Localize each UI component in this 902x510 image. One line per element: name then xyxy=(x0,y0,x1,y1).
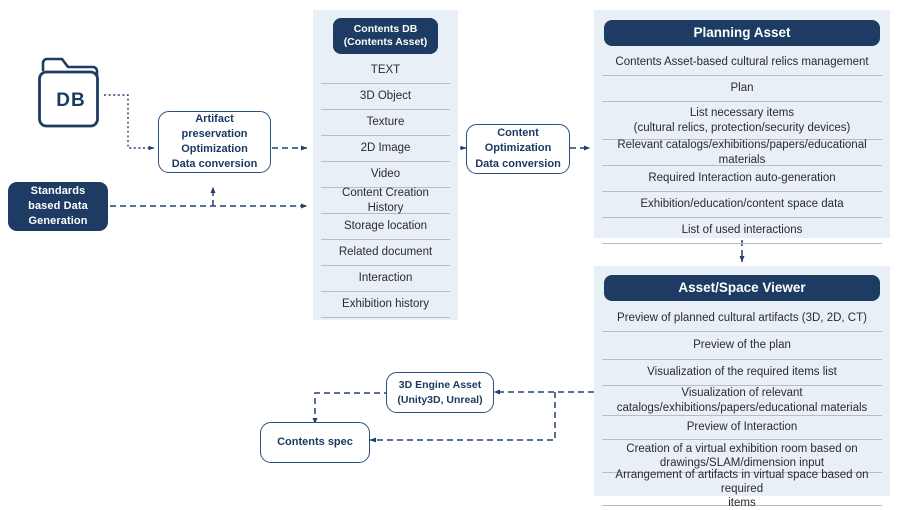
content-optimization-box[interactable]: Content Optimization Data conversion xyxy=(466,124,570,174)
artifact-line-1: Artifact xyxy=(195,112,234,125)
planning-asset-row[interactable]: List of used interactions xyxy=(602,218,882,244)
asset-space-viewer-title: Asset/Space Viewer xyxy=(678,279,806,295)
asset-space-viewer-row[interactable]: Visualization of the required items list xyxy=(602,360,882,386)
contents-db-panel xyxy=(313,10,458,320)
standards-based-data-generation-box[interactable]: Standards based Data Generation xyxy=(8,182,108,231)
row-text: drawings/SLAM/dimension input xyxy=(659,457,825,469)
row-text: items xyxy=(728,497,756,510)
asset-space-viewer-row[interactable]: Preview of planned cultural artifacts (3… xyxy=(602,306,882,332)
contents-db-header-line-1: Contents DB xyxy=(353,22,418,35)
spec-line-1: Contents spec xyxy=(277,435,353,448)
asset-space-viewer-panel xyxy=(594,266,890,496)
planning-asset-row[interactable]: Exhibition/education/content space data xyxy=(602,192,882,218)
contents-db-row[interactable]: Related document xyxy=(321,240,450,266)
contents-spec-box[interactable]: Contents spec xyxy=(260,422,370,463)
planning-asset-row[interactable]: List necessary items (cultural relics, p… xyxy=(602,102,882,140)
planning-asset-row[interactable]: Required Interaction auto-generation xyxy=(602,166,882,192)
row-text: Visualization of the required items list xyxy=(647,366,837,379)
row-text: Preview of planned cultural artifacts (3… xyxy=(617,312,867,325)
asset-space-viewer-row[interactable]: Preview of Interaction xyxy=(602,416,882,440)
contents-db-row[interactable]: 3D Object xyxy=(321,84,450,110)
planning-asset-header: Planning Asset xyxy=(604,20,880,46)
row-text: 2D Image xyxy=(360,142,411,155)
asset-space-viewer-row[interactable]: Preview of the plan xyxy=(602,332,882,360)
row-text: TEXT xyxy=(370,64,401,77)
diagram-canvas: DB Standards based Data Generation Artif… xyxy=(8,10,890,509)
folder-db-label: DB xyxy=(56,90,86,111)
row-text: Storage location xyxy=(343,220,428,233)
contents-db-header-line-2: (Contents Asset) xyxy=(343,36,428,48)
row-text: Interaction xyxy=(358,272,413,285)
engine-line-2: (Unity3D, Unreal) xyxy=(397,393,483,406)
contents-db-row[interactable]: TEXT xyxy=(321,58,450,84)
asset-space-viewer-row[interactable]: Visualization of relevant catalogs/exhib… xyxy=(602,386,882,416)
row-text: Visualization of relevant xyxy=(681,387,803,400)
engine-line-1: 3D Engine Asset xyxy=(398,379,482,392)
3d-engine-asset-box[interactable]: 3D Engine Asset (Unity3D, Unreal) xyxy=(386,372,494,413)
planning-asset-row-list: Contents Asset-based cultural relics man… xyxy=(602,50,882,244)
contents-db-row[interactable]: 2D Image xyxy=(321,136,450,162)
row-text: Plan xyxy=(730,82,754,95)
planning-asset-panel xyxy=(594,10,890,238)
row-text: Relevant catalogs/exhibitions/papers/edu… xyxy=(617,139,867,166)
row-text: catalogs/exhibitions/papers/educational … xyxy=(616,401,868,414)
row-text: Exhibition history xyxy=(342,298,429,311)
contents-db-row-list: TEXT 3D Object Texture 2D Image Video Co… xyxy=(321,58,450,318)
planning-asset-row[interactable]: Plan xyxy=(602,76,882,102)
contents-db-row[interactable]: Content Creation History xyxy=(321,187,450,214)
planning-asset-row[interactable]: Contents Asset-based cultural relics man… xyxy=(602,50,882,76)
contents-db-row[interactable]: Storage location xyxy=(321,214,450,240)
contents-db-header: Contents DB (Contents Asset) xyxy=(333,18,438,54)
row-text: Exhibition/education/content space data xyxy=(640,198,844,211)
row-text: Video xyxy=(370,168,401,181)
row-text: Creation of a virtual exhibition room ba… xyxy=(626,442,858,455)
row-text: Content Creation History xyxy=(342,187,429,214)
artifact-preservation-box[interactable]: Artifact preservation Optimization Data … xyxy=(158,111,271,173)
row-text: Texture xyxy=(366,116,405,129)
standards-line-2: based Data xyxy=(28,200,88,213)
planning-asset-row[interactable]: Relevant catalogs/exhibitions/papers/edu… xyxy=(602,139,882,166)
folder-db-glyph xyxy=(38,57,99,128)
row-text: List necessary items xyxy=(689,107,795,120)
content-opt-line-1: Content xyxy=(497,127,539,140)
contents-db-row[interactable]: Exhibition history xyxy=(321,292,450,318)
planning-asset-title: Planning Asset xyxy=(693,24,791,40)
content-opt-line-2: Optimization xyxy=(484,142,552,155)
row-text: Preview of the plan xyxy=(693,339,791,352)
row-text: 3D Object xyxy=(359,90,412,103)
asset-space-viewer-row[interactable]: Creation of a virtual exhibition room ba… xyxy=(602,440,882,473)
artifact-line-3: Optimization xyxy=(181,143,248,155)
row-text: Preview of Interaction xyxy=(686,421,798,434)
asset-space-viewer-row[interactable]: Arrangement of artifacts in virtual spac… xyxy=(602,469,882,509)
row-text: Related document xyxy=(338,246,433,259)
contents-db-row[interactable]: Interaction xyxy=(321,266,450,292)
asset-space-viewer-header: Asset/Space Viewer xyxy=(604,275,880,301)
standards-line-1: Standards xyxy=(30,185,86,198)
folder-db-icon: DB xyxy=(36,54,106,132)
contents-db-row[interactable]: Texture xyxy=(321,110,450,136)
row-text: Contents Asset-based cultural relics man… xyxy=(615,56,869,69)
standards-line-3: Generation xyxy=(28,214,88,227)
contents-db-row[interactable]: Video xyxy=(321,162,450,188)
asset-space-viewer-row-list: Preview of planned cultural artifacts (3… xyxy=(602,306,882,509)
row-text: (cultural relics, protection/security de… xyxy=(633,121,851,134)
content-opt-line-3: Data conversion xyxy=(475,157,561,170)
artifact-line-4: Data conversion xyxy=(171,158,258,171)
artifact-line-2: preservation xyxy=(181,127,248,140)
row-text: List of used interactions xyxy=(681,224,803,237)
row-text: Required Interaction auto-generation xyxy=(648,172,836,185)
row-text: Arrangement of artifacts in virtual spac… xyxy=(615,468,869,495)
